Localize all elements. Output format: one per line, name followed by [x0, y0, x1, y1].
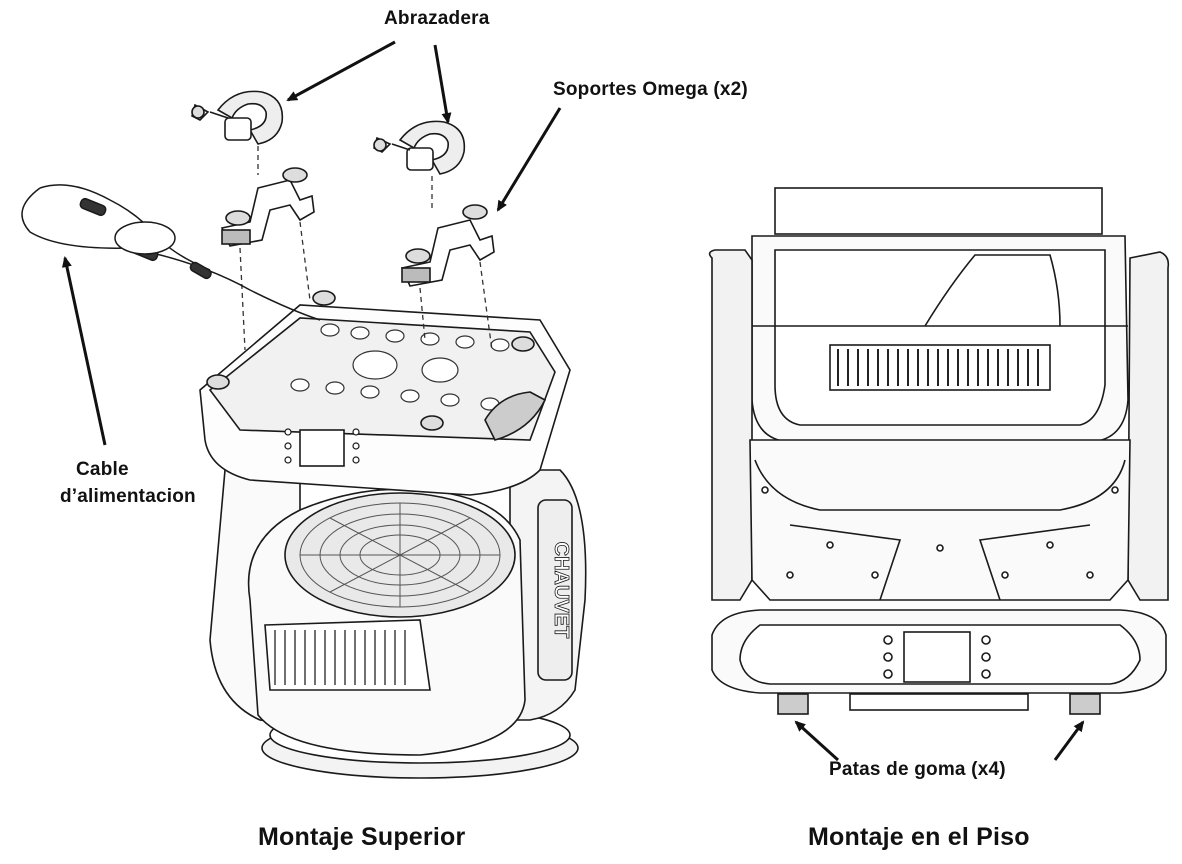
caption-floor-mount: Montaje en el Piso [808, 823, 1030, 851]
feet-arrow-right [1053, 720, 1085, 761]
rubber-foot-left [777, 693, 809, 715]
omega-bracket-left [220, 167, 315, 247]
feet-arrow-left [794, 720, 840, 762]
clamp-arrow-1 [286, 40, 396, 102]
clamp-arrow-2 [433, 44, 452, 124]
omega-bracket-label: Soportes Omega (x2) [553, 79, 748, 100]
rubber-feet-label: Patas de goma (x4) [829, 759, 1006, 780]
rubber-foot-right [1069, 693, 1101, 715]
left-fixture: CHAUVET [199, 290, 587, 779]
clamp-right [373, 120, 466, 175]
clamp-label: Abrazadera [384, 8, 490, 29]
power-cable [21, 184, 321, 321]
omega-arrow [496, 107, 562, 212]
clamp-left [191, 90, 284, 145]
right-arrows [794, 720, 1085, 762]
cable-arrow [61, 256, 107, 446]
left-arrows [61, 40, 562, 446]
right-fixture [708, 187, 1170, 715]
caption-top-mount: Montaje Superior [258, 823, 466, 851]
assembly-guide-lines [239, 146, 493, 351]
cable-label-line1: Cable [76, 459, 129, 480]
fixture-side-text: CHAUVET [550, 542, 572, 639]
cable-label-line2: d’alimentacion [60, 486, 196, 507]
omega-bracket-right [400, 204, 495, 287]
